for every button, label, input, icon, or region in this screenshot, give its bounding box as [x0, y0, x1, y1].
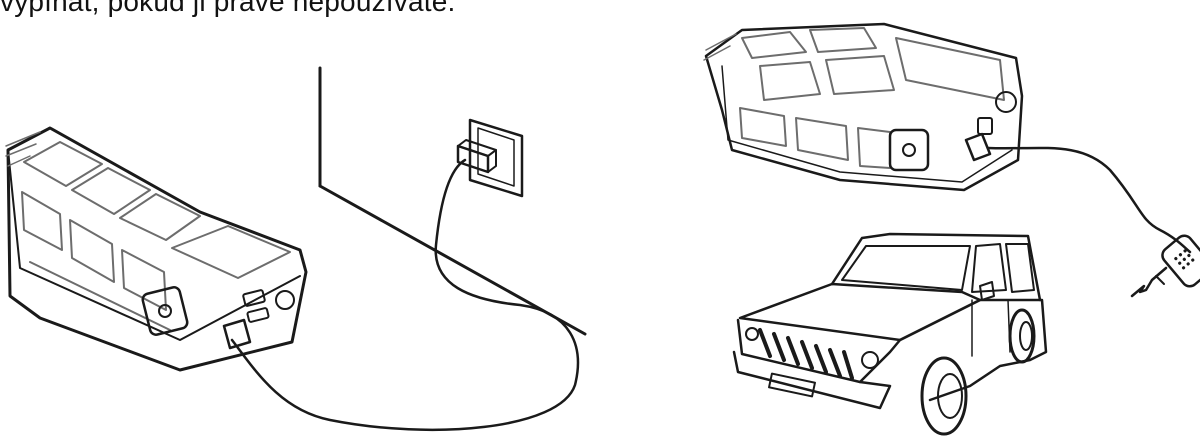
suv-car-illustration	[734, 234, 1046, 434]
jump-starter-device-right	[704, 24, 1022, 190]
jump-starter-device-left	[6, 128, 306, 370]
car-charging-scene	[704, 24, 1200, 434]
wall-corner	[320, 68, 585, 334]
car-charger-plug-icon	[1132, 232, 1200, 296]
wall-charging-cable	[232, 160, 578, 430]
rear-wheel	[1010, 310, 1034, 362]
wall-charger-plug-icon	[458, 140, 496, 172]
wall-charging-scene	[6, 68, 585, 430]
grille	[760, 330, 852, 378]
